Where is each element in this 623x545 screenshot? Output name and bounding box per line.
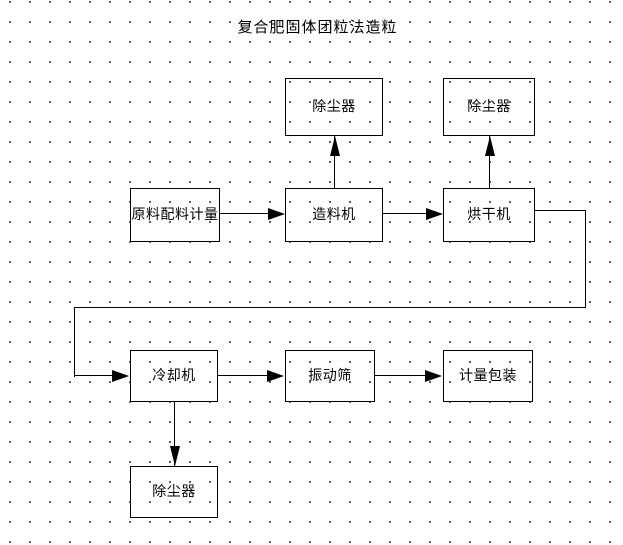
edge-dryer-to-cooler-segment-down2 bbox=[74, 306, 76, 377]
edge-screen-to-packing-arrowhead bbox=[425, 370, 442, 382]
node-label: 原料配料计量 bbox=[131, 207, 219, 223]
edge-cooler-to-dust3-arrowhead bbox=[170, 446, 180, 466]
node-label: 振动筛 bbox=[308, 368, 352, 384]
edge-dryer-to-cooler-segment-into bbox=[74, 375, 113, 377]
edge-dryer-to-cooler-segment-right bbox=[535, 210, 586, 212]
diagram-title: 复合肥固体团粒法造粒 bbox=[237, 18, 398, 36]
node-dust-collector-dryer[interactable]: 除尘器 bbox=[443, 78, 535, 136]
edge-granulator-to-dryer-arrowhead bbox=[426, 208, 443, 220]
edge-batching-to-granulator-line bbox=[220, 213, 268, 215]
edge-dryer-to-cooler-segment-left bbox=[74, 306, 585, 308]
edge-dryer-to-dust2-line bbox=[489, 136, 491, 188]
node-dryer[interactable]: 烘干机 bbox=[443, 188, 535, 242]
node-label: 除尘器 bbox=[312, 99, 356, 115]
node-label: 烘干机 bbox=[467, 207, 511, 223]
node-label: 除尘器 bbox=[152, 484, 196, 500]
node-dust-collector-granulator[interactable]: 除尘器 bbox=[285, 78, 383, 136]
node-label: 造料机 bbox=[312, 207, 356, 223]
node-metering-packing[interactable]: 计量包装 bbox=[443, 350, 533, 402]
edge-dryer-to-cooler-segment-down bbox=[584, 210, 586, 308]
edge-granulator-to-dryer-line bbox=[383, 213, 426, 215]
edge-cooler-to-screen-line bbox=[218, 375, 268, 377]
edge-cooler-to-screen-arrowhead bbox=[267, 370, 284, 382]
edge-granulator-to-dust1-line bbox=[334, 136, 336, 188]
node-label: 计量包装 bbox=[459, 368, 517, 384]
node-dust-collector-cooler[interactable]: 除尘器 bbox=[130, 466, 218, 518]
node-cooler[interactable]: 冷却机 bbox=[130, 350, 218, 402]
node-label: 冷却机 bbox=[152, 368, 196, 384]
node-raw-material-batching[interactable]: 原料配料计量 bbox=[130, 188, 220, 242]
edge-cooler-to-dust3-line bbox=[174, 402, 176, 466]
edge-granulator-to-dust1-arrowhead bbox=[330, 136, 340, 156]
edge-batching-to-granulator-arrowhead bbox=[268, 208, 285, 220]
node-label: 除尘器 bbox=[467, 99, 511, 115]
edge-dryer-to-cooler-arrowhead bbox=[112, 370, 129, 382]
node-granulator[interactable]: 造料机 bbox=[285, 188, 383, 242]
edge-screen-to-packing-line bbox=[375, 375, 426, 377]
node-vibrating-screen[interactable]: 振动筛 bbox=[285, 350, 375, 402]
edge-dryer-to-dust2-arrowhead bbox=[485, 136, 495, 156]
